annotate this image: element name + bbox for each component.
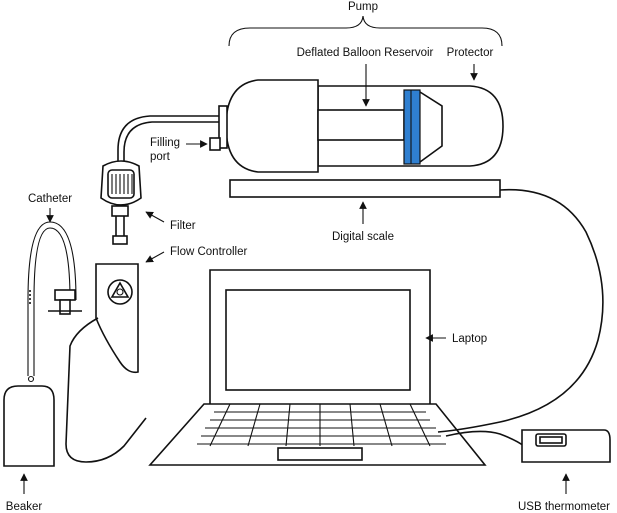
protector-label: Protector: [447, 47, 494, 59]
deflated-balloon-reservoir-label: Deflated Balloon Reservoir: [297, 47, 434, 59]
beaker-tubing: [65, 317, 147, 463]
pump-neck: [218, 105, 228, 149]
catheter-label: Catheter: [28, 193, 72, 205]
protector-band: [403, 89, 421, 165]
laptop: [148, 269, 487, 466]
usb-thermometer-label: USB thermometer: [518, 501, 610, 513]
flow-controller-label: Flow Controller: [170, 246, 247, 258]
pump-tubing: [117, 115, 219, 163]
thermometer-cable: [445, 430, 525, 447]
filling-port-label-line2: port: [150, 151, 171, 163]
scale-cable: [437, 188, 604, 433]
beaker: [3, 385, 55, 467]
digital-scale-label: Digital scale: [332, 231, 394, 243]
filter-arrow: [145, 211, 165, 223]
flow-controller: [95, 263, 139, 374]
catheter: [27, 221, 82, 383]
pump-cap: [225, 79, 319, 173]
pump-label: Pump: [348, 1, 378, 13]
pump: [218, 79, 504, 173]
filter: [100, 160, 142, 245]
laptop-label: Laptop: [452, 333, 487, 345]
digital-scale: [229, 179, 501, 198]
usb-thermometer: [521, 429, 611, 463]
filling-port-label-line1: Filling: [150, 137, 180, 149]
deflated-balloon-reservoir: [317, 109, 405, 141]
filter-label: Filter: [170, 220, 196, 232]
filling-port: [209, 137, 221, 151]
flow-controller-arrow: [145, 251, 165, 263]
plunger-head: [419, 91, 443, 163]
pump-bracket: [228, 15, 503, 47]
beaker-label: Beaker: [6, 501, 43, 513]
